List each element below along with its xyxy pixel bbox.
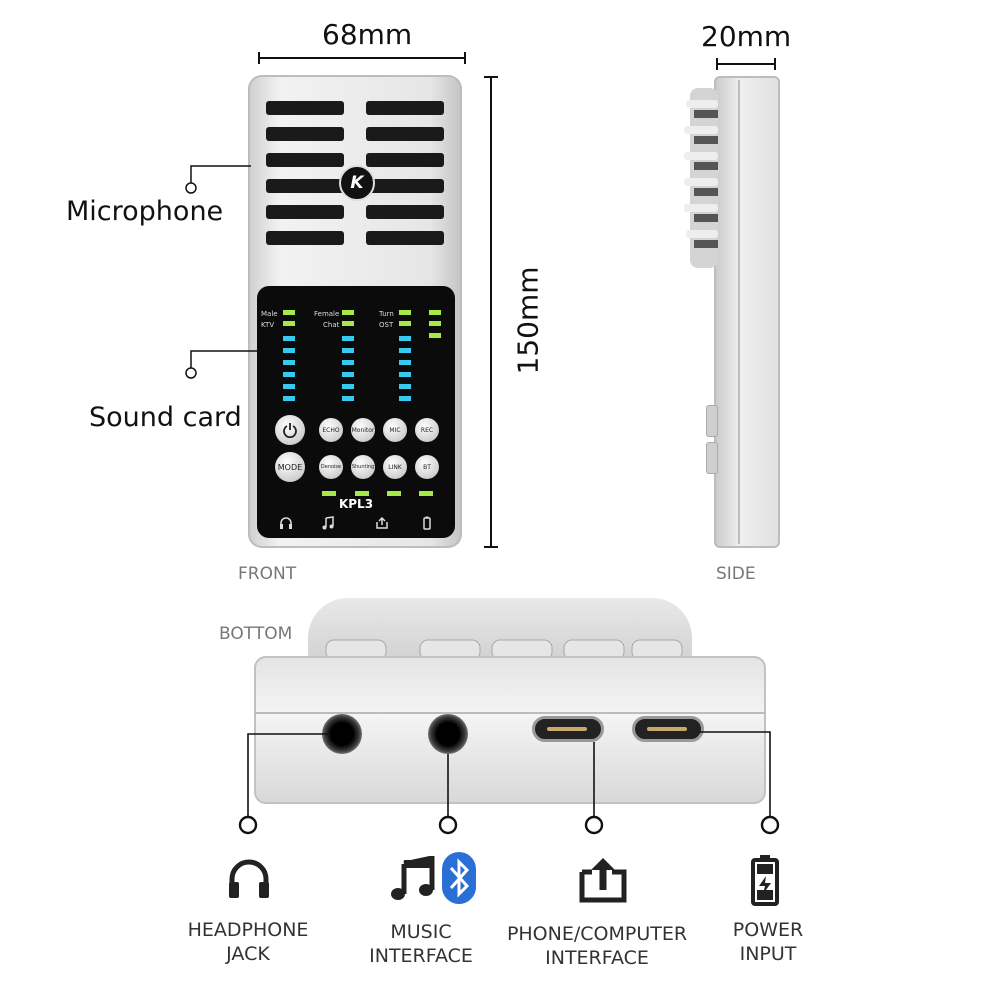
label-chat: Chat xyxy=(323,321,340,329)
microphone-label: Microphone xyxy=(66,196,224,227)
side-grille xyxy=(684,88,718,268)
mic-button[interactable]: MIC xyxy=(383,418,407,442)
width-dimension-line xyxy=(258,52,466,64)
rec-button[interactable]: REC xyxy=(415,418,439,442)
bottom-view-buttons xyxy=(325,639,683,660)
echo-button[interactable]: ECHO xyxy=(319,418,343,442)
upload-icon xyxy=(376,516,388,529)
power-input-label-line1: POWER xyxy=(732,919,804,941)
music-interface-label-line2: INTERFACE xyxy=(369,945,473,967)
model-label: KPL3 xyxy=(338,497,374,511)
power-input-label-line2: INPUT xyxy=(739,943,797,965)
thickness-dimension-label: 20mm xyxy=(701,20,792,53)
music-interface-port xyxy=(428,714,468,754)
height-dimension-line xyxy=(484,76,498,548)
upload-icon xyxy=(579,858,627,903)
microphone-callout-line xyxy=(185,165,251,194)
headphone-jack-label-line1: HEADPHONE xyxy=(187,919,309,941)
power-input-usbc-port xyxy=(632,716,704,742)
sound-card-panel: Male KTV Female Chat Turn OST ECHO Monit… xyxy=(257,286,455,538)
phone-computer-label: PHONE/COMPUTER INTERFACE xyxy=(494,922,700,970)
monitor-button[interactable]: Monitor xyxy=(351,418,375,442)
sound-card-label: Sound card xyxy=(89,402,242,433)
headphone-jack-port xyxy=(322,714,362,754)
side-view-label: SIDE xyxy=(716,564,756,584)
headphone-jack-label: HEADPHONE JACK xyxy=(168,918,328,966)
front-view-label: FRONT xyxy=(238,564,297,584)
headphone-icon xyxy=(280,517,292,529)
music-interface-label: MUSIC INTERFACE xyxy=(356,920,486,968)
bluetooth-icon xyxy=(442,852,476,904)
phone-computer-label-line1: PHONE/COMPUTER xyxy=(506,923,688,945)
sound-card-callout-line xyxy=(185,350,261,379)
link-button[interactable]: LINK xyxy=(383,455,407,479)
thickness-dimension-line xyxy=(716,58,776,70)
headphone-icon xyxy=(229,859,269,898)
bottom-view-label: BOTTOM xyxy=(219,624,293,644)
power-input-label: POWER INPUT xyxy=(710,918,826,966)
music-interface-label-line1: MUSIC xyxy=(390,921,452,943)
phone-computer-usbc-port xyxy=(532,716,604,742)
label-turn: Turn xyxy=(379,310,394,318)
denoise-button[interactable]: Denoise xyxy=(319,455,343,479)
port-leader-lines xyxy=(238,731,780,835)
height-dimension-label: 150mm xyxy=(511,266,545,375)
mode-button[interactable]: MODE xyxy=(275,452,305,482)
phone-computer-label-line2: INTERFACE xyxy=(545,947,649,969)
shunting-button[interactable]: Shunting xyxy=(351,455,375,479)
battery-icon xyxy=(423,516,431,530)
bt-button[interactable]: BT xyxy=(415,455,439,479)
battery-charging-icon xyxy=(751,855,779,906)
label-female: Female xyxy=(314,310,340,318)
width-dimension-label: 68mm xyxy=(322,18,413,51)
side-volume-button-up[interactable] xyxy=(706,405,718,437)
label-ktv: KTV xyxy=(261,321,275,329)
logo-badge: K xyxy=(339,165,375,201)
music-note-icon xyxy=(322,516,334,530)
label-ost: OST xyxy=(379,321,394,329)
logo-text: K xyxy=(350,173,364,193)
microphone-grille xyxy=(260,95,450,261)
power-button[interactable] xyxy=(275,415,305,445)
device-front: K Male KTV Female Chat Turn OST ECHO xyxy=(248,75,462,548)
status-leds xyxy=(322,491,433,496)
side-volume-button-down[interactable] xyxy=(706,442,718,474)
label-male: Male xyxy=(261,310,278,318)
led-meters xyxy=(283,310,441,401)
power-icon xyxy=(283,423,297,438)
headphone-jack-label-line2: JACK xyxy=(226,943,270,965)
device-side xyxy=(714,76,780,548)
music-note-icon xyxy=(391,856,435,900)
